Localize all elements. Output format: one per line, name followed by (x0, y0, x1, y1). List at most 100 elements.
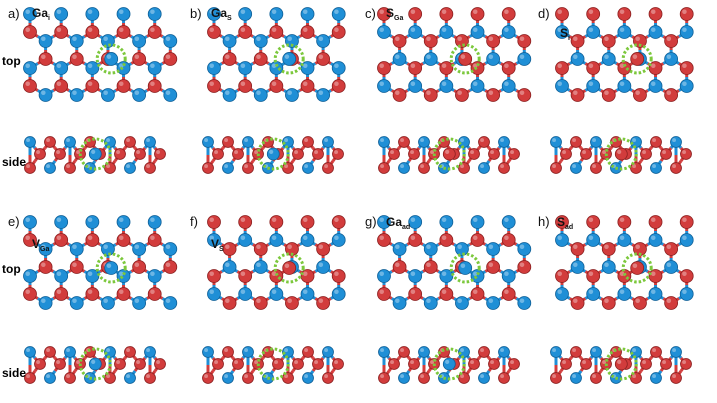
panel-e-side-s-atom-highlight (116, 360, 120, 365)
panel-b-side-ga-atom-highlight (224, 164, 228, 168)
panel-e-side-s-atom (154, 358, 166, 370)
panel-a-top-s-atom (132, 52, 147, 66)
panel-c-top-ga-atom (517, 52, 532, 66)
panel-a-side-s-atom (154, 148, 166, 160)
panel-g-top-ga-atom-highlight (395, 298, 400, 303)
panel-g-top-ga-atom-highlight (519, 244, 525, 250)
panel-h-side-s-atom-highlight (572, 348, 576, 353)
panel-e-top-s-atom-highlight (118, 289, 124, 294)
panel-b-side-defect-atom (266, 147, 280, 161)
panel-f-top-ga-atom-highlight (240, 235, 246, 241)
panel-e-side-s-atom (134, 358, 146, 370)
panel-e-top-ga-atom (38, 242, 53, 256)
panel-a-top-s-atom-highlight (56, 27, 62, 32)
panel-d-side-s-atom (590, 162, 602, 174)
panel-b-top-ga-atom (269, 61, 284, 75)
panel-b-side-s-atom (322, 162, 334, 174)
panel-b-side-s-atom (212, 148, 224, 160)
panel-e-top-s-atom-highlight (72, 262, 77, 267)
panel-h-side-s-atom-highlight (642, 360, 646, 365)
panel-letter-f: f) (190, 214, 198, 229)
panel-d-side-s-atom (670, 162, 682, 174)
panel-h-side-ga-atom-highlight (672, 348, 676, 353)
panel-b-top-s-atom-highlight (334, 27, 339, 32)
panel-f-top-ga-atom (316, 260, 331, 274)
panel-defect-a: Gai (32, 6, 50, 22)
panel-f-top-s-atom-highlight (240, 271, 246, 276)
panel-c-top-s-atom (470, 7, 485, 21)
panel-d-top-s-atom-highlight (588, 9, 594, 15)
panel-b-side-ga-atom (202, 136, 214, 148)
panel-h-top-s-atom (586, 215, 601, 229)
panel-d-top-s-atom (617, 7, 632, 21)
panel-a-top-s-atom (54, 79, 69, 93)
panel-d-top-s-atom (570, 88, 585, 102)
panel-a-side-s-atom-highlight (136, 150, 140, 154)
panel-g-top-s-atom (517, 260, 532, 274)
panel-f-side-s-atom-highlight (214, 360, 218, 365)
panel-g-top-s-atom (501, 233, 516, 247)
panel-d-top-ga-atom-highlight (557, 27, 562, 32)
panel-b-top-ga-atom-highlight (240, 63, 246, 68)
panel-d-side-ga-atom-highlight (552, 138, 556, 142)
panel-c-side-s-atom (498, 162, 510, 174)
panel-h-top-ga-atom (601, 260, 616, 274)
panel-b-top-ga-atom-highlight (287, 90, 292, 95)
panel-a-top-ga-atom-highlight (41, 36, 46, 41)
panel-b-top-s-atom-highlight (209, 27, 215, 32)
panel-b-top-s-atom (207, 79, 221, 93)
panel-c-top-s-atom (455, 34, 469, 48)
panel-c-top-s-atom (486, 88, 501, 102)
panel-f-side-ga-atom-highlight (284, 348, 289, 353)
panel-c-top-ga-atom-highlight (488, 54, 494, 59)
panel-h-side-s-atom (650, 346, 662, 358)
panel-c-top-ga-atom-highlight (395, 54, 400, 59)
panel-f-side-s-atom-highlight (294, 360, 299, 365)
panel-a-top-ga-atom (54, 7, 69, 21)
panel-a-top-ga-atom (101, 34, 115, 48)
panel-b-top-ga-atom (238, 61, 253, 75)
panel-b-side-s-atom-highlight (214, 150, 218, 154)
panel-d-side-s-atom-highlight (672, 164, 676, 168)
panel-b-side-s-atom-highlight (234, 150, 238, 154)
panel-d-side-ga-atom-highlight (592, 138, 596, 142)
panel-a-top-ga-atom (147, 61, 162, 75)
panel-a-top-ga-atom (38, 88, 53, 102)
panel-b-top-ga-atom (316, 88, 331, 102)
panel-h-top-s-atom (679, 215, 694, 229)
panel-d-side-ga-atom-highlight (652, 164, 656, 168)
panel-e-top-ga-atom-highlight (134, 298, 140, 303)
panel-b-top-s-atom (269, 25, 284, 39)
panel-d-top-s-atom (648, 7, 663, 21)
panel-h-top-s-atom (555, 269, 569, 283)
panel-e-side-s-atom (34, 358, 46, 370)
panel-d-top-ga-atom (617, 25, 632, 39)
panel-h-top-s-atom (570, 296, 585, 310)
panel-a-top-s-atom (69, 52, 84, 66)
panel-g-top-s-atom-highlight (379, 289, 384, 294)
panel-f-side-defect-ring (256, 347, 290, 381)
panel-b-top-s-atom-highlight (318, 54, 324, 59)
panel-g-top-s-atom-highlight (441, 289, 447, 294)
panel-a-side-ga-atom-highlight (46, 164, 50, 168)
panel-f-top-ga-atom (331, 287, 346, 301)
panel-h-top-s-atom (648, 215, 663, 229)
panel-g-top-s-atom-highlight (472, 235, 478, 241)
panel-d-side-s-atom-highlight (652, 138, 656, 142)
panel-e-top-ga-atom (85, 269, 100, 283)
panel-d-top-s-atom-highlight (682, 63, 687, 68)
panel-h-top-ga-atom-highlight (619, 289, 625, 294)
panel-h-top-s-atom (586, 269, 601, 283)
panel-g-top-s-atom-highlight (395, 262, 400, 267)
panel-g-top-s-atom (439, 233, 454, 247)
panel-a-top-s-atom-highlight (150, 81, 155, 86)
panel-g-side-s-atom-highlight (480, 348, 485, 353)
panel-b-side-ga-atom (322, 136, 334, 148)
panel-c-top-s-atom-highlight (395, 90, 400, 95)
panel-e-top-ga-atom (116, 215, 131, 229)
panel-g-top-s-atom-highlight (441, 235, 447, 241)
panel-e-top-ga-atom-highlight (41, 244, 46, 250)
panel-d-top-s-atom-highlight (557, 63, 562, 68)
panel-h-side-ga-atom-highlight (632, 348, 636, 353)
panel-g-top-ga-atom-highlight (504, 217, 509, 223)
